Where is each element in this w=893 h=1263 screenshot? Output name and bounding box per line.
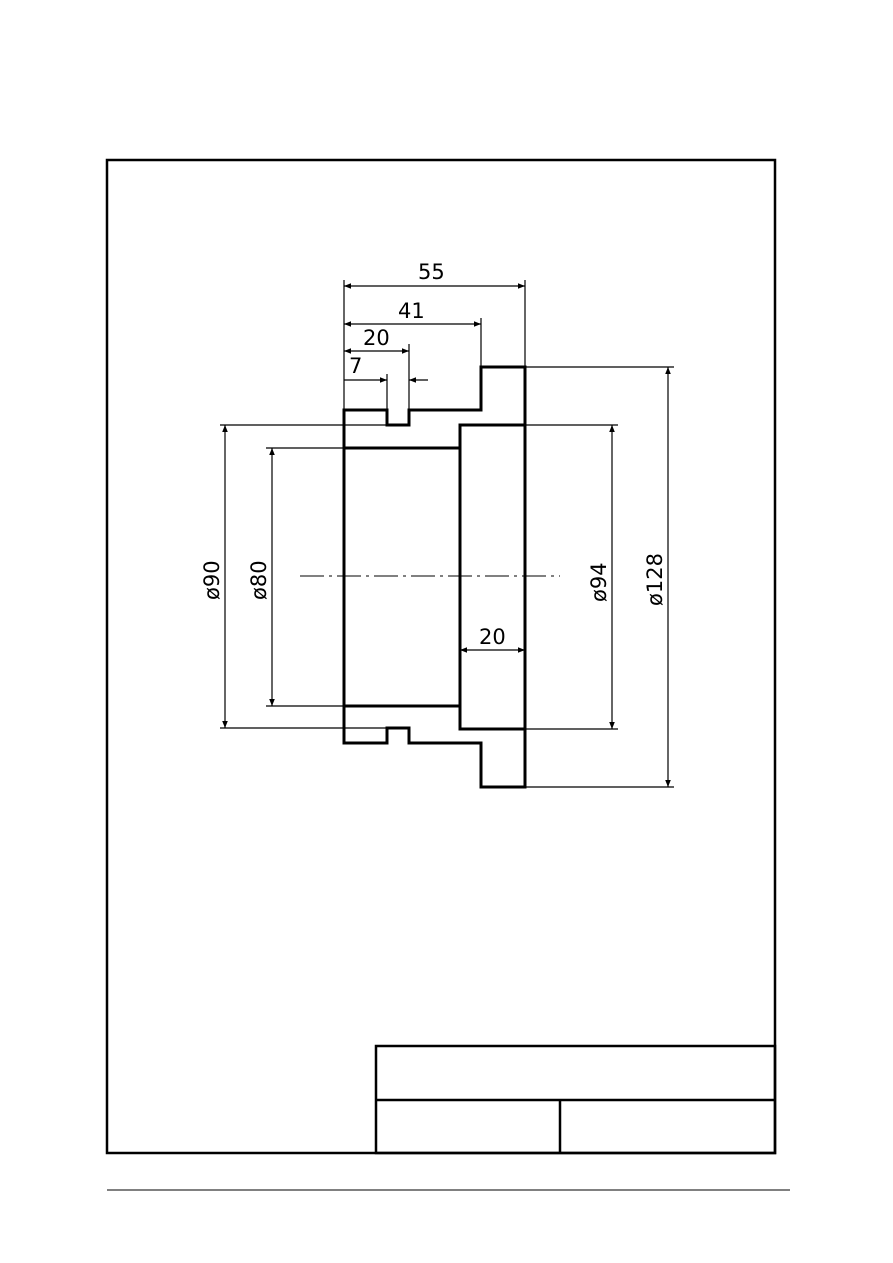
lower-wall-section — [342, 704, 527, 789]
dim-groove-start: 7 — [349, 354, 362, 378]
dim-bore-depth: 20 — [479, 625, 506, 649]
dim-flange-diameter: ø128 — [643, 553, 667, 606]
dim-groove-end: 20 — [363, 326, 390, 350]
upper-wall-section — [342, 365, 527, 450]
title-block — [374, 1044, 777, 1155]
dim-bore-diameter-right: ø94 — [587, 562, 611, 602]
dim-flange-start: 41 — [398, 299, 425, 323]
sheet-border — [105, 158, 777, 1155]
dimensions: 55 41 20 7 ø90 ø80 ø94 ø128 — [200, 260, 674, 788]
part-section — [300, 365, 560, 789]
dim-bore-diameter-left: ø80 — [247, 560, 271, 600]
dim-outer-diameter-left: ø90 — [200, 560, 224, 600]
dim-total-length: 55 — [418, 260, 445, 284]
